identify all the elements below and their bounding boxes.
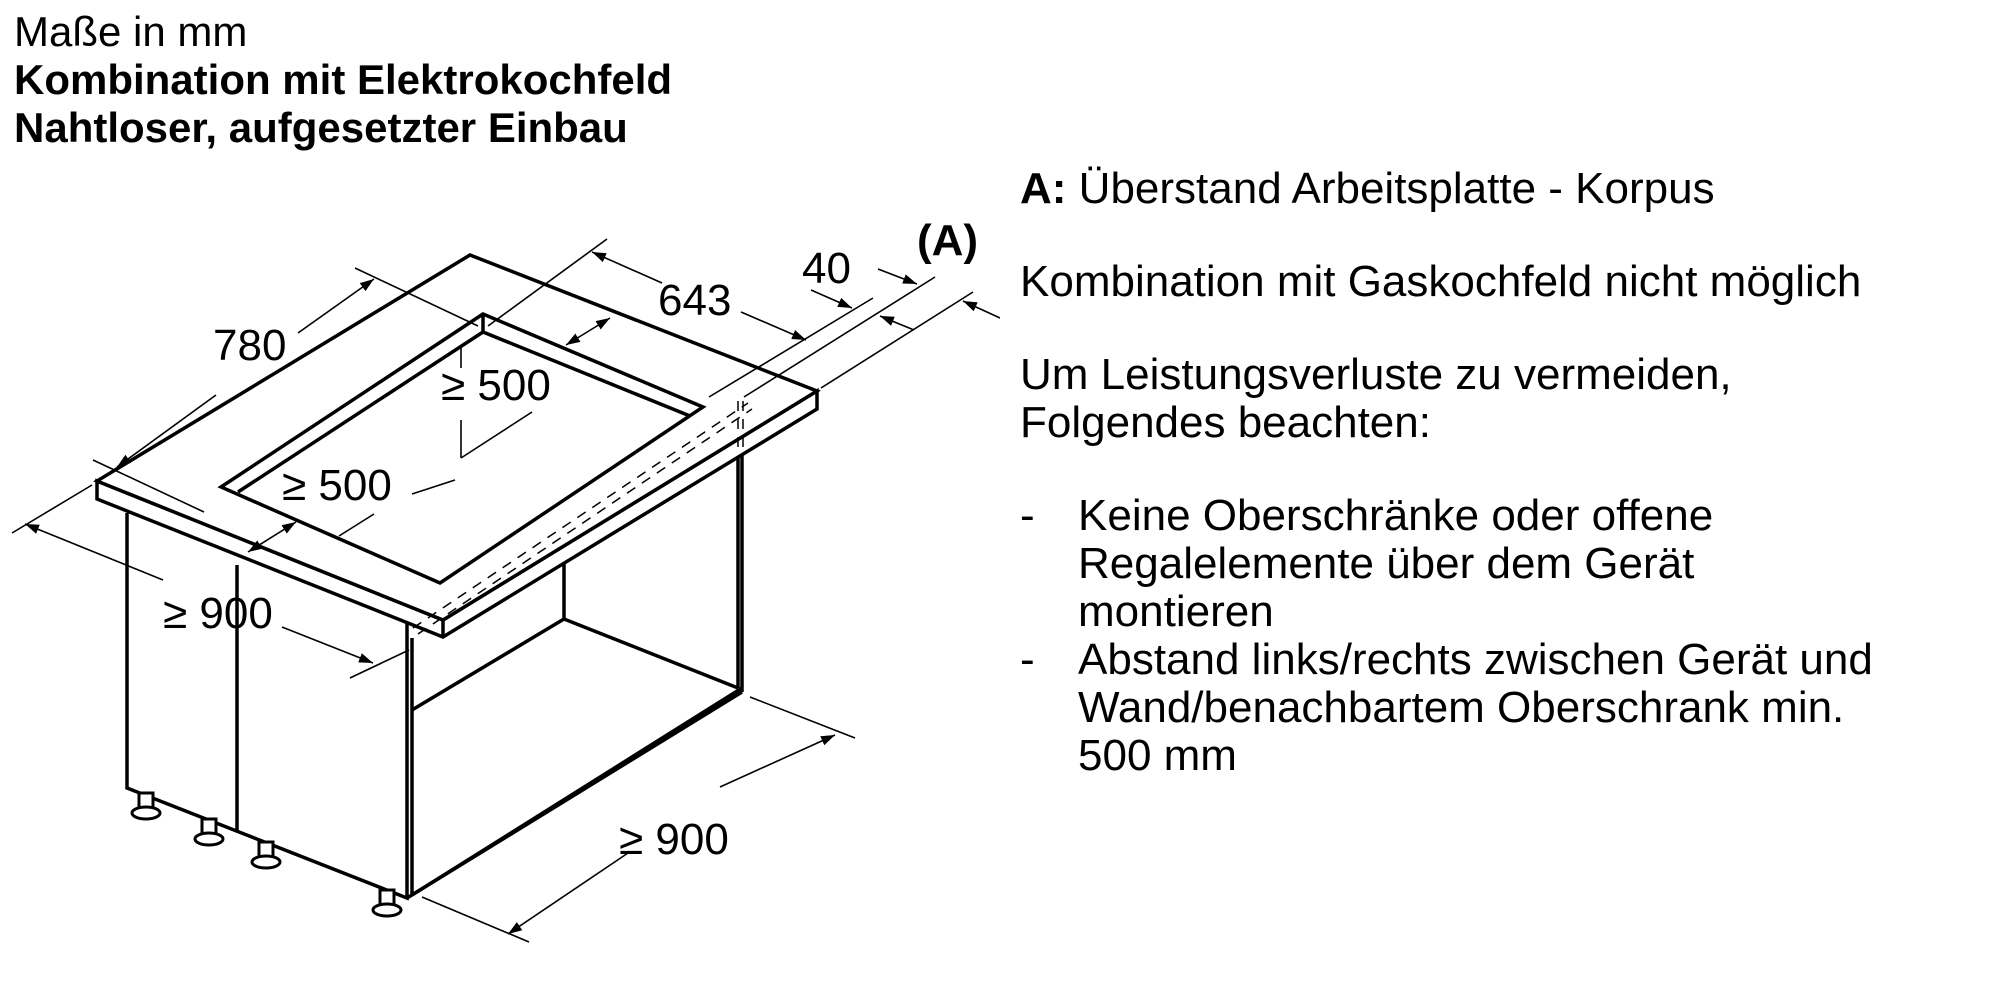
dimension-labels: 780 643 40 (A) ≥ 500 ≥ 500 ≥ 900 ≥ 900: [163, 216, 978, 864]
legend-key: A:: [1020, 164, 1067, 213]
gas-note: Kombination mit Gaskochfeld nicht möglic…: [1020, 257, 1862, 306]
dim-cabinet-height: ≥ 900: [619, 815, 729, 864]
title: Kombination mit Elektrokochfeld: [14, 56, 673, 103]
legend: A: Überstand Arbeitsplatte - Korpus: [1020, 165, 1980, 213]
header: Maße in mm Kombination mit Elektrokochfe…: [14, 8, 672, 152]
legend-text: Überstand Arbeitsplatte - Korpus: [1078, 164, 1715, 213]
cabinet: [125, 367, 744, 901]
requirements-list: - Keine Oberschränke oder offene Regalel…: [1020, 492, 1980, 780]
cabinet-feet: [130, 791, 403, 918]
subtitle: Nahtloser, aufgesetzter Einbau: [14, 104, 628, 151]
installation-drawing: 780 643 40 (A) ≥ 500 ≥ 500 ≥ 900 ≥ 900: [11, 216, 1000, 943]
list-item-line: montieren: [1078, 587, 1274, 636]
list-item: - Abstand links/rechts zwischen Gerät un…: [1020, 636, 1980, 780]
dim-780: 780: [213, 321, 286, 370]
intro-line-1: Um Leistungsverluste zu vermeiden,: [1020, 350, 1732, 399]
list-item: - Keine Oberschränke oder offene Regalel…: [1020, 492, 1980, 636]
dim-40: 40: [802, 244, 851, 293]
list-item-line: Wand/benachbartem Oberschrank min.: [1078, 683, 1845, 732]
foot-4: [371, 888, 403, 918]
cutout: [217, 312, 707, 585]
dim-643: 643: [658, 276, 731, 325]
foot-2: [193, 817, 225, 847]
foot-1: [130, 791, 162, 821]
dim-cutout-depth: ≥ 500: [441, 361, 551, 410]
units-label: Maße in mm: [14, 8, 248, 55]
bullet-dash: -: [1020, 635, 1035, 684]
foot-3: [250, 840, 282, 870]
bullet-dash: -: [1020, 491, 1035, 540]
notes: A: Überstand Arbeitsplatte - Korpus Komb…: [1020, 165, 1980, 780]
dim-cutout-width: ≥ 500: [282, 461, 392, 510]
dimension-lines: [11, 238, 1000, 943]
label-a: (A): [917, 216, 978, 265]
intro-line-2: Folgendes beachten:: [1020, 398, 1431, 447]
hidden-edge-dashed: [412, 401, 753, 635]
dim-cabinet-width: ≥ 900: [163, 589, 273, 638]
list-item-line: 500 mm: [1078, 731, 1237, 780]
list-item-line: Regalelemente über dem Gerät: [1078, 539, 1695, 588]
list-item-line: Keine Oberschränke oder offene: [1078, 491, 1714, 540]
list-item-line: Abstand links/rechts zwischen Gerät und: [1078, 635, 1873, 684]
